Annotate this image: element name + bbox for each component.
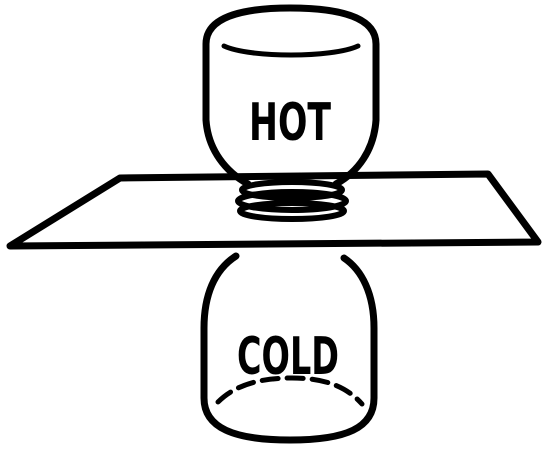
hot-label: HOT bbox=[249, 93, 331, 153]
hot-jar-neck-threads bbox=[238, 182, 346, 219]
cold-jar: COLD bbox=[204, 256, 374, 440]
hot-jar: HOT bbox=[206, 8, 376, 219]
cold-label: COLD bbox=[237, 327, 339, 387]
hot-jar-base-curve bbox=[224, 46, 358, 55]
